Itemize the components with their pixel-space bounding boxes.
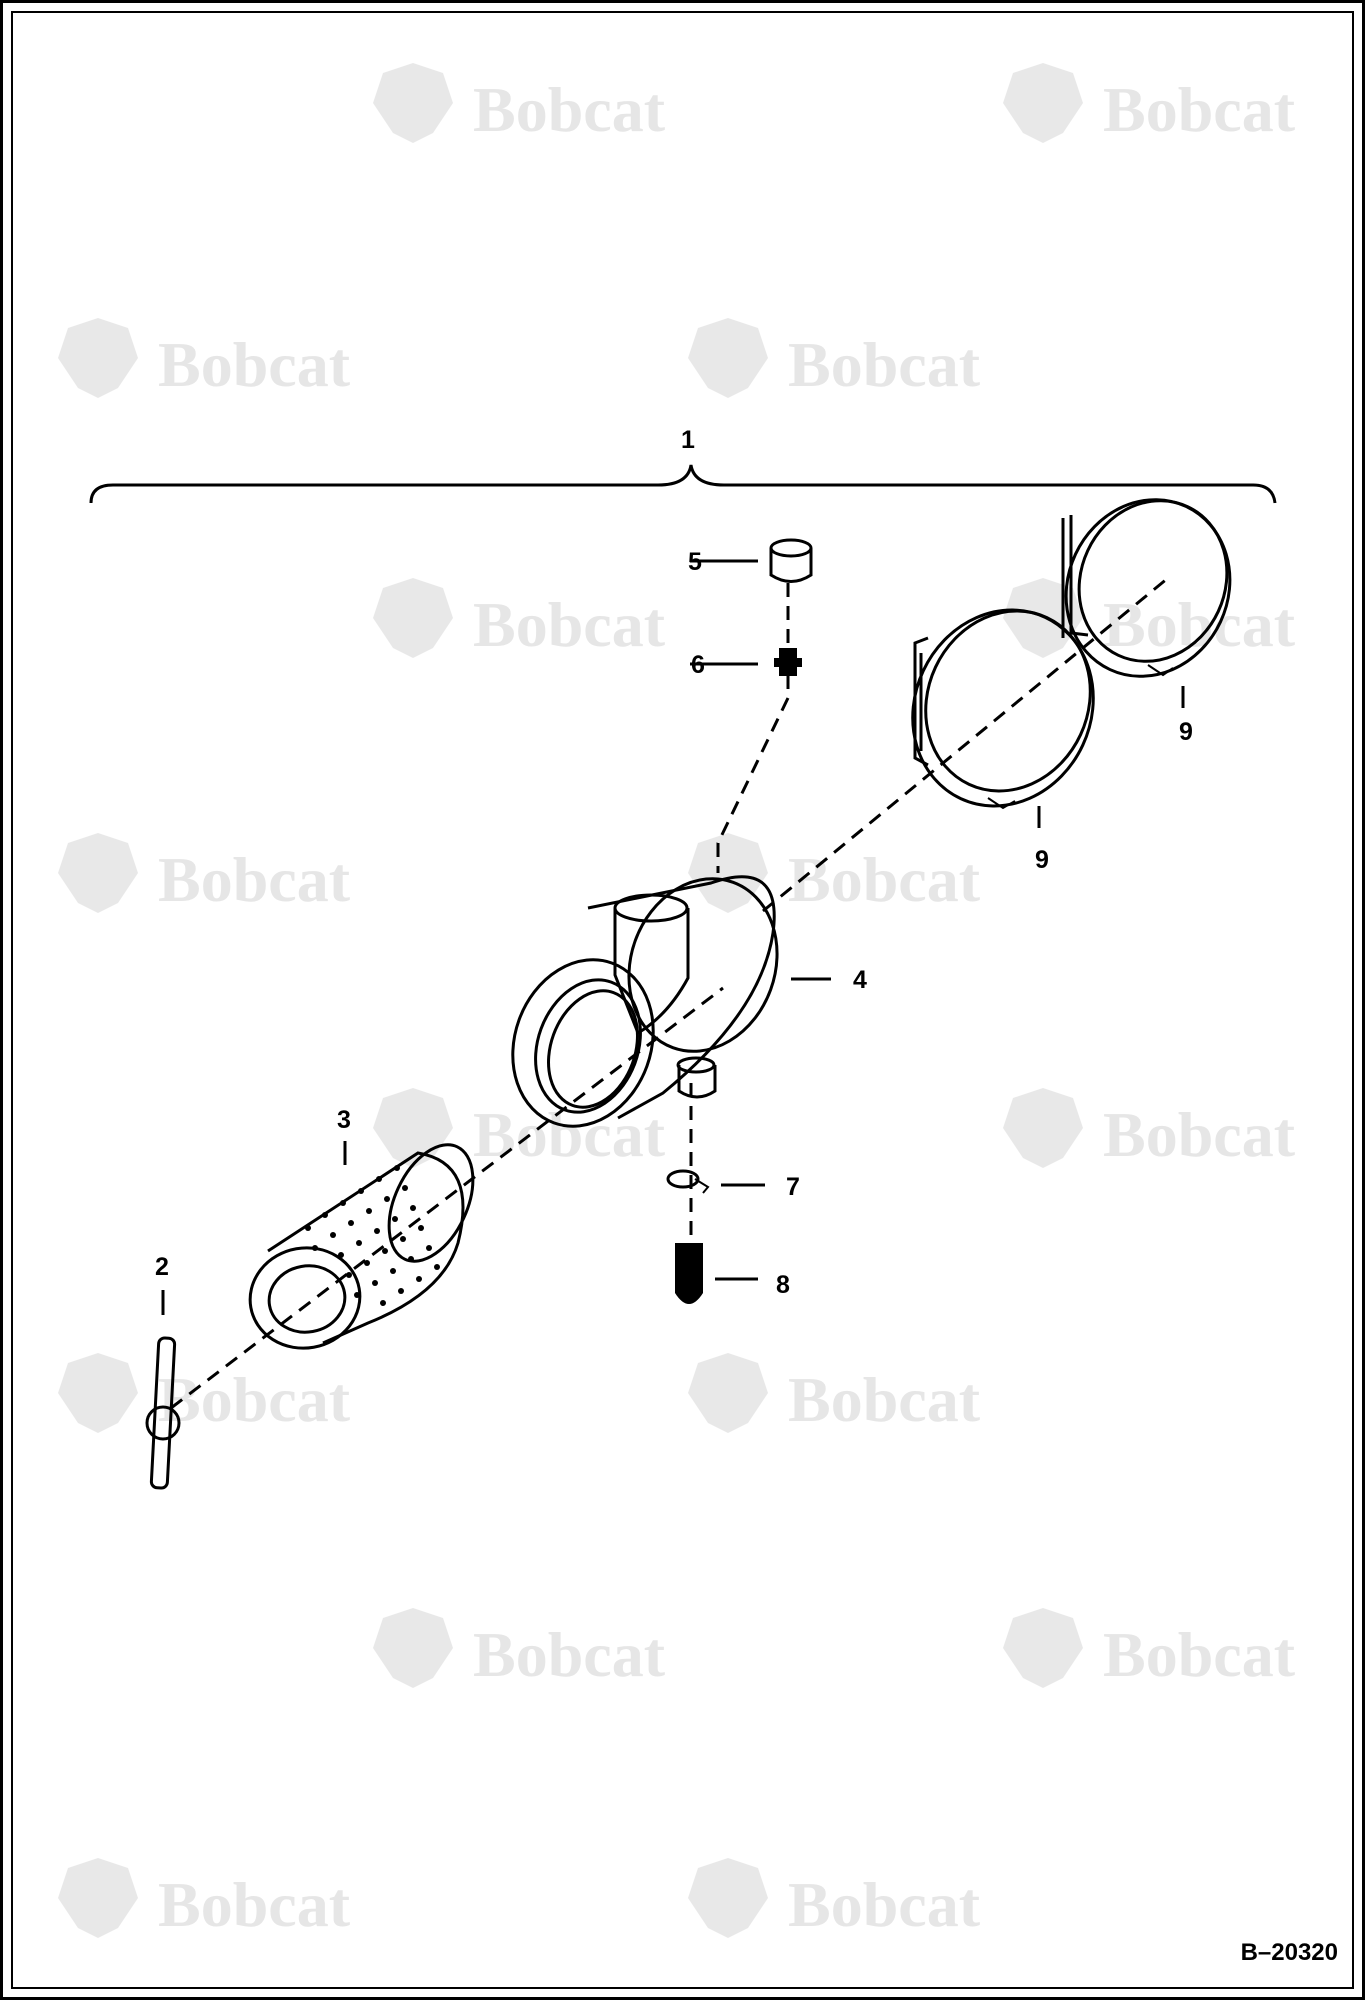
watermark: Bobcat [688, 318, 981, 400]
bobcat-logo-icon [1003, 63, 1083, 143]
watermark: Bobcat [58, 1353, 351, 1435]
watermark-text: Bobcat [158, 1364, 351, 1435]
watermarks: Bobcat Bobcat Bobcat Bobcat Bobcat Bobca… [58, 63, 1296, 1940]
watermark: Bobcat [1003, 1608, 1296, 1690]
bobcat-logo-icon [688, 833, 768, 913]
watermark: Bobcat [58, 1858, 351, 1940]
watermark: Bobcat [58, 833, 351, 915]
callout-2: 2 [155, 1253, 169, 1281]
bobcat-logo-icon [688, 318, 768, 398]
filter-element-part: 3 [248, 1106, 475, 1350]
watermark-text: Bobcat [788, 1364, 981, 1435]
callout-6: 6 [691, 651, 705, 679]
watermark-text: Bobcat [1103, 1619, 1296, 1690]
callout-7: 7 [786, 1173, 800, 1201]
cap-part: 5 [688, 538, 813, 583]
watermark: Bobcat [58, 318, 351, 400]
watermark: Bobcat [373, 63, 666, 145]
cap-axis-line [716, 583, 790, 873]
watermark-text: Bobcat [473, 74, 666, 145]
watermark-text: Bobcat [473, 1099, 666, 1170]
hose-clamp-part: 7 [666, 1169, 800, 1201]
wing-handle-part: 2 [145, 1253, 181, 1490]
watermark-text: Bobcat [788, 844, 981, 915]
bobcat-logo-icon [688, 1858, 768, 1938]
bobcat-logo-icon [58, 318, 138, 398]
bobcat-logo-icon [1003, 1088, 1083, 1168]
watermark-text: Bobcat [473, 589, 666, 660]
callout-4: 4 [853, 966, 867, 994]
watermark-text: Bobcat [158, 1869, 351, 1940]
watermark: Bobcat [688, 1858, 981, 1940]
watermark: Bobcat [688, 1353, 981, 1435]
watermark: Bobcat [688, 833, 981, 915]
filter-axis-line [170, 986, 724, 1410]
bobcat-logo-icon [58, 1353, 138, 1433]
watermark: Bobcat [1003, 1088, 1296, 1170]
callout-5: 5 [688, 548, 702, 576]
sheet-border [11, 11, 1354, 1989]
exploded-view-diagram: Bobcat Bobcat Bobcat Bobcat Bobcat Bobca… [58, 63, 1296, 1940]
fitting-part: 6 [690, 648, 802, 679]
mounting-band-lower: 9 [911, 608, 1095, 874]
watermark: Bobcat [373, 578, 666, 660]
watermark-text: Bobcat [473, 1619, 666, 1690]
assembly-brace: 1 [89, 426, 1277, 504]
bobcat-logo-icon [1003, 1608, 1083, 1688]
bobcat-logo-icon [373, 63, 453, 143]
bobcat-logo-icon [373, 1608, 453, 1688]
watermark-text: Bobcat [1103, 589, 1296, 660]
centerline-axes [170, 576, 1169, 1410]
watermark: Bobcat [373, 1088, 666, 1170]
watermark-text: Bobcat [1103, 1099, 1296, 1170]
callout-3: 3 [337, 1106, 351, 1134]
callout-9-upper: 9 [1179, 718, 1193, 746]
watermark-text: Bobcat [788, 329, 981, 400]
bobcat-logo-icon [58, 833, 138, 913]
bobcat-logo-icon [688, 1353, 768, 1433]
mounting-band-upper: 9 [1061, 498, 1232, 746]
watermark: Bobcat [373, 1608, 666, 1690]
watermark-text: Bobcat [158, 844, 351, 915]
bobcat-logo-icon [373, 578, 453, 658]
bobcat-logo-icon [58, 1858, 138, 1938]
callout-9-lower: 9 [1035, 846, 1049, 874]
watermark: Bobcat [1003, 63, 1296, 145]
filter-perforation-dots [305, 1165, 440, 1306]
vacuator-valve-part: 8 [675, 1243, 790, 1304]
callout-8: 8 [776, 1271, 790, 1299]
main-axis-line [762, 576, 1169, 913]
air-cleaner-housing: 4 [511, 875, 867, 1128]
callout-1: 1 [681, 426, 695, 454]
drawing-number: B–20320 [1240, 1939, 1338, 1966]
watermark-text: Bobcat [788, 1869, 981, 1940]
watermark-text: Bobcat [1103, 74, 1296, 145]
watermark-text: Bobcat [158, 329, 351, 400]
